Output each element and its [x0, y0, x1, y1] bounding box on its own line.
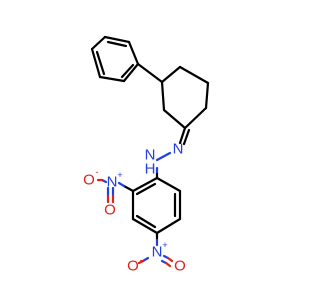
- atom-symbol: N: [107, 174, 118, 191]
- bond: [137, 259, 145, 265]
- atom-symbol-h: H: [145, 161, 156, 178]
- charge-minus: -: [96, 167, 99, 177]
- bond: [90, 35, 107, 51]
- bond: [182, 128, 191, 146]
- bond: [135, 214, 157, 229]
- dinitrophenyl-ring: [131, 176, 182, 235]
- bond: [122, 62, 140, 83]
- bond: [135, 182, 157, 196]
- atom-nitro2-n: N +: [107, 170, 123, 191]
- bond: [117, 181, 126, 188]
- bond: [98, 75, 126, 83]
- bond: [103, 35, 131, 44]
- bond: [127, 40, 140, 66]
- bond: [106, 40, 128, 48]
- structure-diagram: N N H N + O - O N + O - O: [83, 35, 210, 275]
- charge-plus: +: [117, 170, 122, 180]
- atom-symbol: O: [104, 202, 116, 219]
- bond: [95, 50, 106, 76]
- atom-symbol: O: [174, 258, 186, 275]
- atom-symbol: N: [173, 141, 184, 158]
- bond: [178, 65, 210, 85]
- atom-symbol: N: [152, 244, 163, 261]
- atom-n-hydrazone: N: [173, 141, 184, 158]
- atom-symbol: O: [127, 258, 139, 275]
- bond: [122, 184, 135, 193]
- charge-minus: -: [140, 255, 143, 265]
- bond: [155, 176, 182, 193]
- bond: [183, 106, 208, 130]
- cyclohexane-ring: [160, 65, 210, 130]
- bond: [131, 217, 159, 235]
- bond: [162, 108, 187, 130]
- atom-symbol-n: N: [145, 147, 156, 164]
- bond: [160, 80, 166, 112]
- bond: [155, 151, 172, 162]
- bond: [136, 62, 164, 84]
- bond: [178, 126, 187, 145]
- bond: [166, 256, 174, 263]
- molecule-svg: N N H N + O - O N + O - O: [83, 35, 210, 275]
- phenyl-ring: [90, 35, 140, 83]
- bond: [164, 261, 172, 268]
- bond: [120, 63, 135, 79]
- atom-nitro4-n: N +: [152, 240, 168, 261]
- atom-nitro2-o-minus: O -: [83, 167, 98, 189]
- bond: [155, 217, 182, 235]
- atom-symbol: O: [83, 172, 95, 189]
- charge-plus: +: [162, 240, 167, 250]
- bond: [160, 65, 182, 84]
- bond: [204, 81, 210, 110]
- atom-nitro4-o: O: [174, 258, 186, 275]
- atom-nitro2-o: O: [104, 202, 116, 219]
- atom-nitro4-o-minus: O -: [127, 255, 142, 275]
- bond: [131, 176, 159, 193]
- bond: [90, 47, 102, 79]
- atom-nh: N H: [145, 147, 156, 178]
